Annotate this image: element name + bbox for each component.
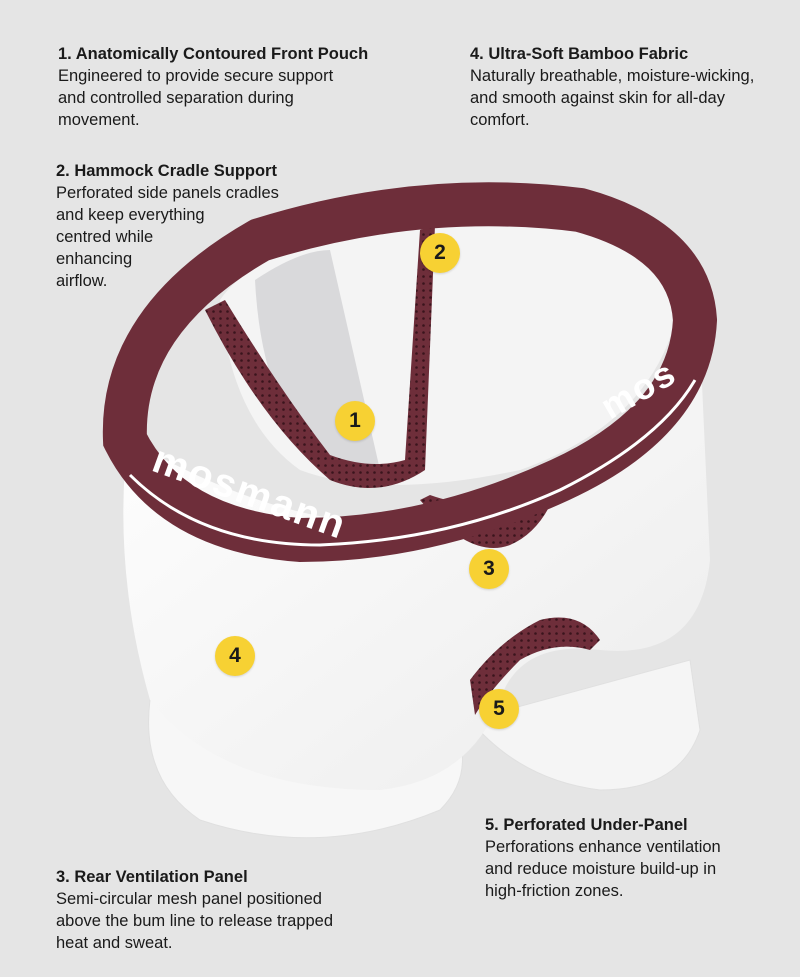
number-badge-2: 2 [420,233,460,273]
callout-body: Perforated side panels cradles and keep … [56,184,279,290]
callout-title: 1. Anatomically Contoured Front Pouch [58,45,369,63]
number-badge-5: 5 [479,689,519,729]
callout-under-panel: 5. Perforated Under-Panel Perforations e… [485,814,785,902]
number-badge-3: 3 [469,549,509,589]
callout-title: 3. Rear Ventilation Panel [56,868,248,886]
callout-bamboo-fabric: 4. Ultra-Soft Bamboo Fabric Naturally br… [470,43,790,131]
callout-title: 4. Ultra-Soft Bamboo Fabric [470,45,689,63]
callout-body: Naturally breathable, moisture-wicking, … [470,67,755,129]
callout-hammock-cradle: 2. Hammock Cradle Support Perforated sid… [56,160,306,292]
callout-front-pouch: 1. Anatomically Contoured Front Pouch En… [58,43,398,131]
number-badge-4: 4 [215,636,255,676]
callout-body: Perforations enhance ventilation and red… [485,838,721,900]
callout-rear-ventilation: 3. Rear Ventilation Panel Semi-circular … [56,866,386,954]
callout-title: 2. Hammock Cradle Support [56,162,277,180]
callout-title: 5. Perforated Under-Panel [485,816,688,834]
callout-body: Semi-circular mesh panel positioned abov… [56,890,334,952]
number-badge-1: 1 [335,401,375,441]
callout-body: Engineered to provide secure support and… [58,67,334,129]
